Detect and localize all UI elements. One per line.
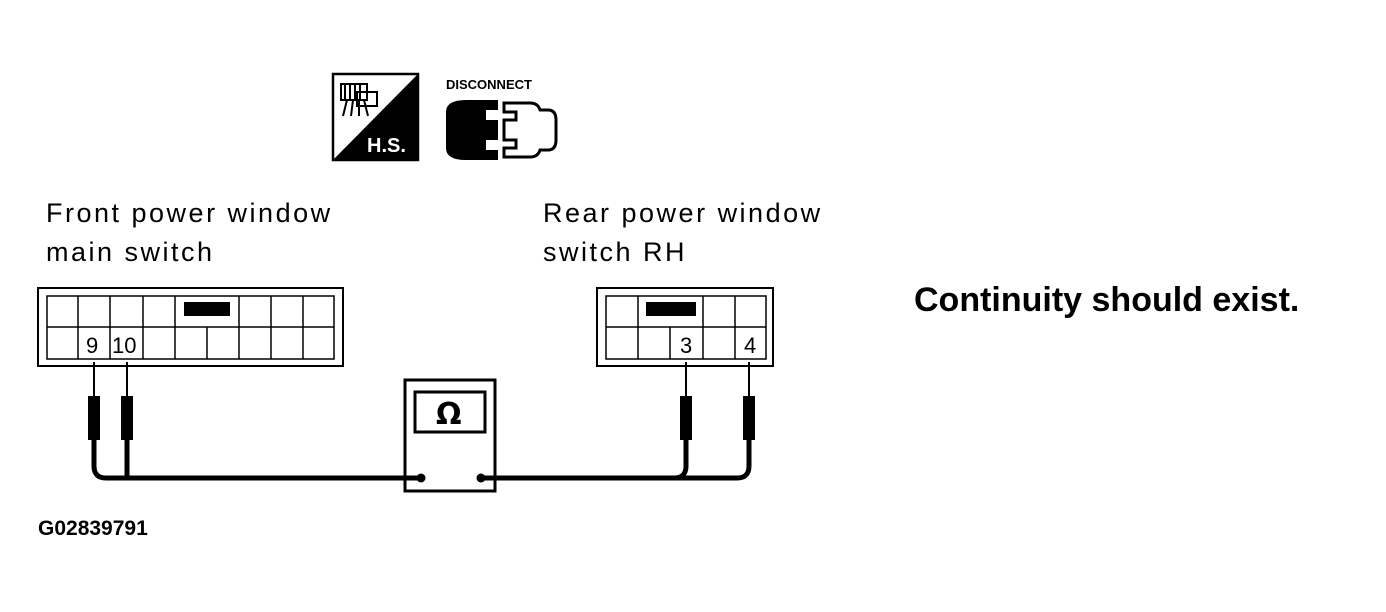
rear-pin-4: 4 xyxy=(744,333,756,358)
rear-pin-3: 3 xyxy=(680,333,692,358)
continuity-note: Continuity should exist. xyxy=(914,281,1299,319)
rear-switch-label-line1: Rear power window xyxy=(543,198,823,228)
front-switch-label-line1: Front power window xyxy=(46,198,333,228)
probe-rear-pin-4 xyxy=(743,396,755,440)
test-leads xyxy=(88,362,755,481)
probe-rear-pin-3 xyxy=(680,396,692,440)
front-switch-connector: 9 10 xyxy=(37,287,344,367)
harness-side-icon: H.S. xyxy=(331,72,420,162)
probe-front-pin-10 xyxy=(121,396,133,440)
probe-front-pin-9 xyxy=(88,396,100,440)
front-switch-label-line2: main switch xyxy=(46,237,215,267)
ohm-symbol: Ω xyxy=(436,397,462,432)
rear-switch-label-line2: switch RH xyxy=(543,237,687,267)
harness-side-label: H.S. xyxy=(367,135,406,157)
front-connector-lock-tab xyxy=(184,302,230,316)
disconnect-icon: DISCONNECT xyxy=(446,77,558,160)
rear-switch-connector: 3 4 xyxy=(596,287,774,367)
front-pin-9: 9 xyxy=(86,333,98,358)
rear-connector-lock-tab xyxy=(646,302,696,316)
front-pin-10: 10 xyxy=(112,333,136,358)
disconnect-label: DISCONNECT xyxy=(446,77,532,92)
ohmmeter: Ω xyxy=(403,378,497,493)
figure-code: G02839791 xyxy=(38,517,148,540)
